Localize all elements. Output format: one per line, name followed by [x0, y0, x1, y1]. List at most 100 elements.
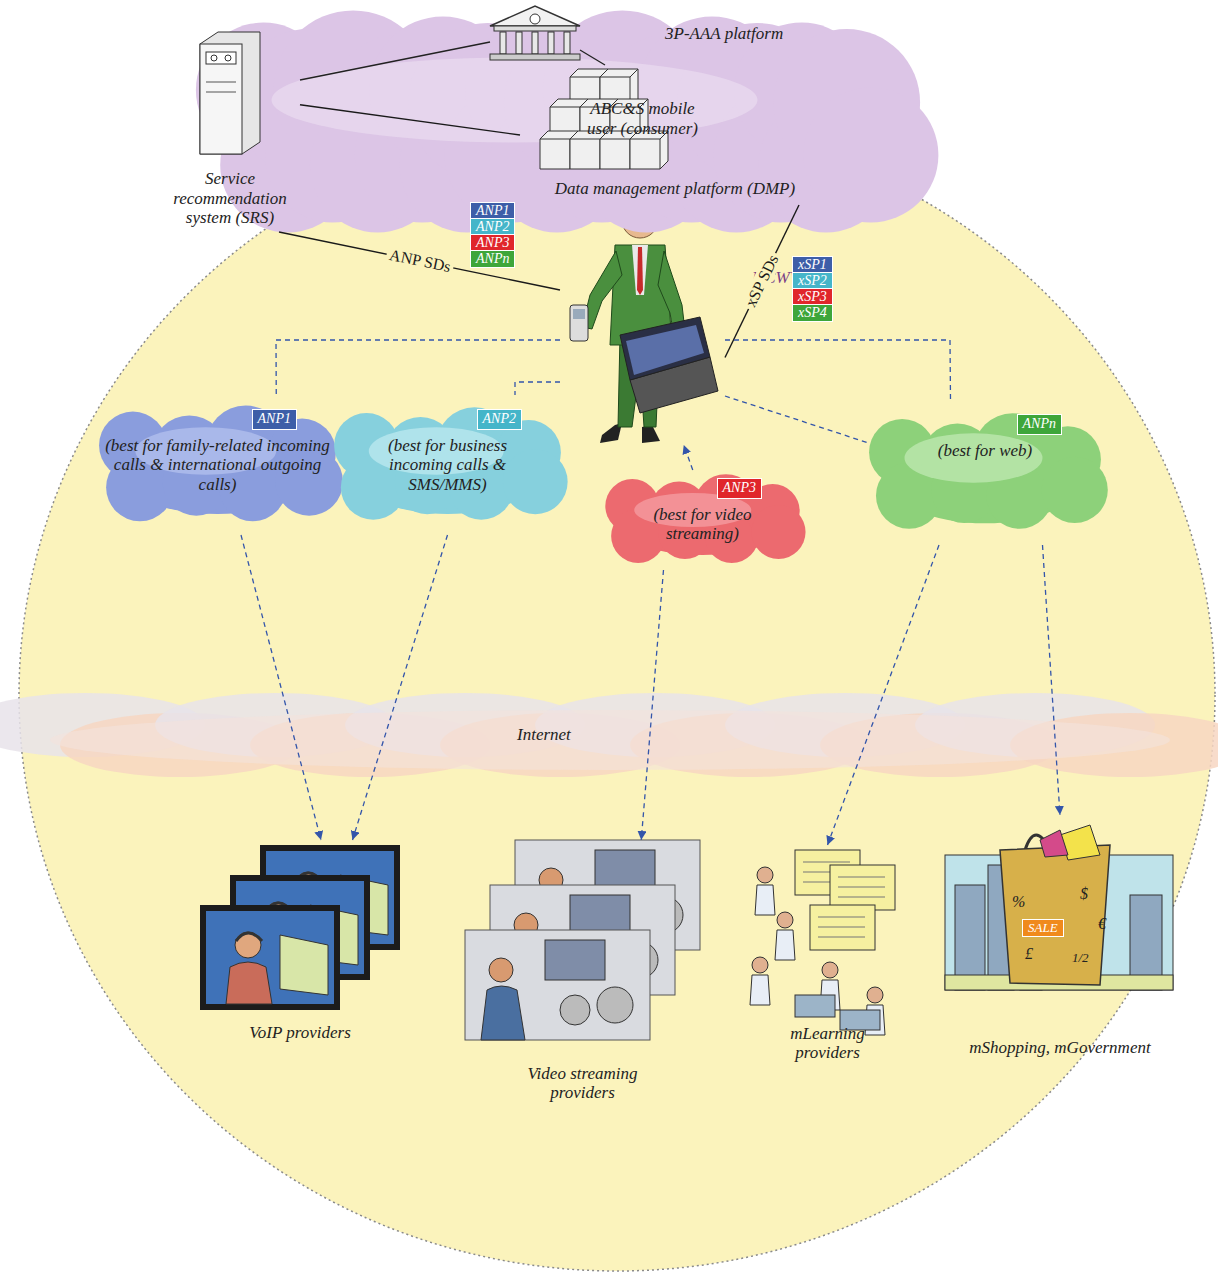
cloud-outline [870, 400, 1100, 545]
laptop-lid [620, 317, 710, 380]
cube-edge [630, 77, 631, 107]
bank-icon [490, 6, 580, 60]
shirt [632, 245, 648, 295]
desk [795, 995, 835, 1017]
sd-line [725, 205, 799, 358]
bank-coin [530, 14, 540, 24]
bank-roof [490, 6, 580, 26]
cloud-bump [1042, 457, 1108, 523]
video-frame [465, 930, 650, 1040]
cube-edge [660, 139, 661, 169]
node-label: Service recommendation system (SRS) [168, 169, 293, 228]
cloud-node: ANP1 (best for family-related incoming ca… [100, 395, 335, 535]
board-line [803, 862, 850, 863]
bank-column [516, 32, 522, 54]
board-line [838, 877, 885, 878]
cube [600, 69, 638, 107]
cube [610, 99, 648, 137]
head [777, 912, 793, 928]
building [955, 885, 985, 990]
server-case [200, 32, 260, 154]
name-badge: ANP1 [252, 409, 297, 430]
board [810, 905, 875, 950]
sign-text: % [1012, 895, 1025, 909]
bank-column [500, 32, 506, 54]
dashed-flow-line [353, 535, 448, 840]
shoe [642, 425, 660, 443]
headset [236, 933, 262, 941]
node-box: Video streaming providers [465, 840, 700, 1105]
tie [637, 247, 643, 295]
node-label: mLearning providers [773, 1024, 883, 1063]
reel [597, 987, 633, 1023]
keyboard [280, 935, 328, 995]
node-label: (best for web) [938, 441, 1032, 461]
dashed-flow-line [725, 396, 870, 444]
ucww-circle [19, 119, 1215, 1271]
cube-edge [580, 99, 618, 107]
head [867, 987, 883, 1003]
server-icon [200, 32, 260, 154]
name-badge: ANP3 [717, 478, 762, 499]
cube-edge [600, 69, 638, 77]
name-badge: ANPn [1017, 414, 1062, 435]
cloud-node: ANPn (best for web) [870, 400, 1100, 545]
sd-badge: xSP4 [792, 304, 833, 322]
dashed-flow-line [276, 340, 560, 395]
sign-text: SALE [1022, 919, 1064, 937]
shopping-bag [1000, 845, 1110, 985]
dashed-flow-line [641, 570, 663, 840]
board-line [818, 937, 865, 938]
voip-outline [195, 840, 405, 1045]
frame-inner [206, 911, 334, 1004]
bank-column [548, 32, 554, 54]
node-label: 3P-AAA platform [665, 24, 783, 44]
bank-base [490, 54, 580, 60]
link-line [300, 42, 490, 80]
node-label: (best for video streaming) [628, 505, 778, 544]
laptop-screen [626, 325, 704, 375]
dashed-flow-line [725, 340, 951, 400]
body [481, 986, 525, 1040]
sd-badge: ANPn [470, 250, 515, 268]
bank-column [532, 32, 538, 54]
board [830, 865, 895, 910]
sd-line [300, 105, 520, 135]
cloud-highlight [905, 433, 1043, 482]
phone [570, 305, 588, 341]
board-line [818, 917, 865, 918]
cubes-icon [540, 69, 668, 169]
node-label: (best for family-related incoming calls … [105, 436, 330, 495]
head [757, 867, 773, 883]
sign-text: € [1098, 917, 1106, 931]
node-box: mLearning providers [735, 845, 920, 1065]
server-reel [211, 55, 217, 61]
sd-line [279, 232, 560, 290]
cube-edge [640, 107, 641, 137]
bank-column [564, 32, 570, 54]
learning-picture [750, 850, 895, 1035]
monitor [595, 850, 655, 890]
frame [465, 930, 650, 1040]
name-badge: ANP2 [477, 409, 522, 430]
shop-outline [940, 815, 1180, 1060]
cloud-shape [605, 474, 805, 563]
board-line [838, 887, 885, 888]
node-label: Internet [517, 725, 571, 745]
cloud-bump [752, 505, 806, 559]
head [489, 958, 513, 982]
reel [560, 995, 590, 1025]
dashed-flow-line [828, 545, 940, 845]
board-line [838, 897, 885, 898]
cube-edge [610, 107, 611, 137]
node-box: VoIP providers [195, 840, 405, 1045]
dashed-flow-line [684, 445, 693, 470]
cube-edge [610, 99, 648, 107]
dashed-flow-line [241, 535, 321, 840]
dashed-flow-line [1043, 545, 1061, 815]
box [1040, 830, 1068, 857]
band-outline [35, 680, 1185, 790]
cloud-shape [869, 413, 1108, 529]
body [226, 962, 272, 1004]
